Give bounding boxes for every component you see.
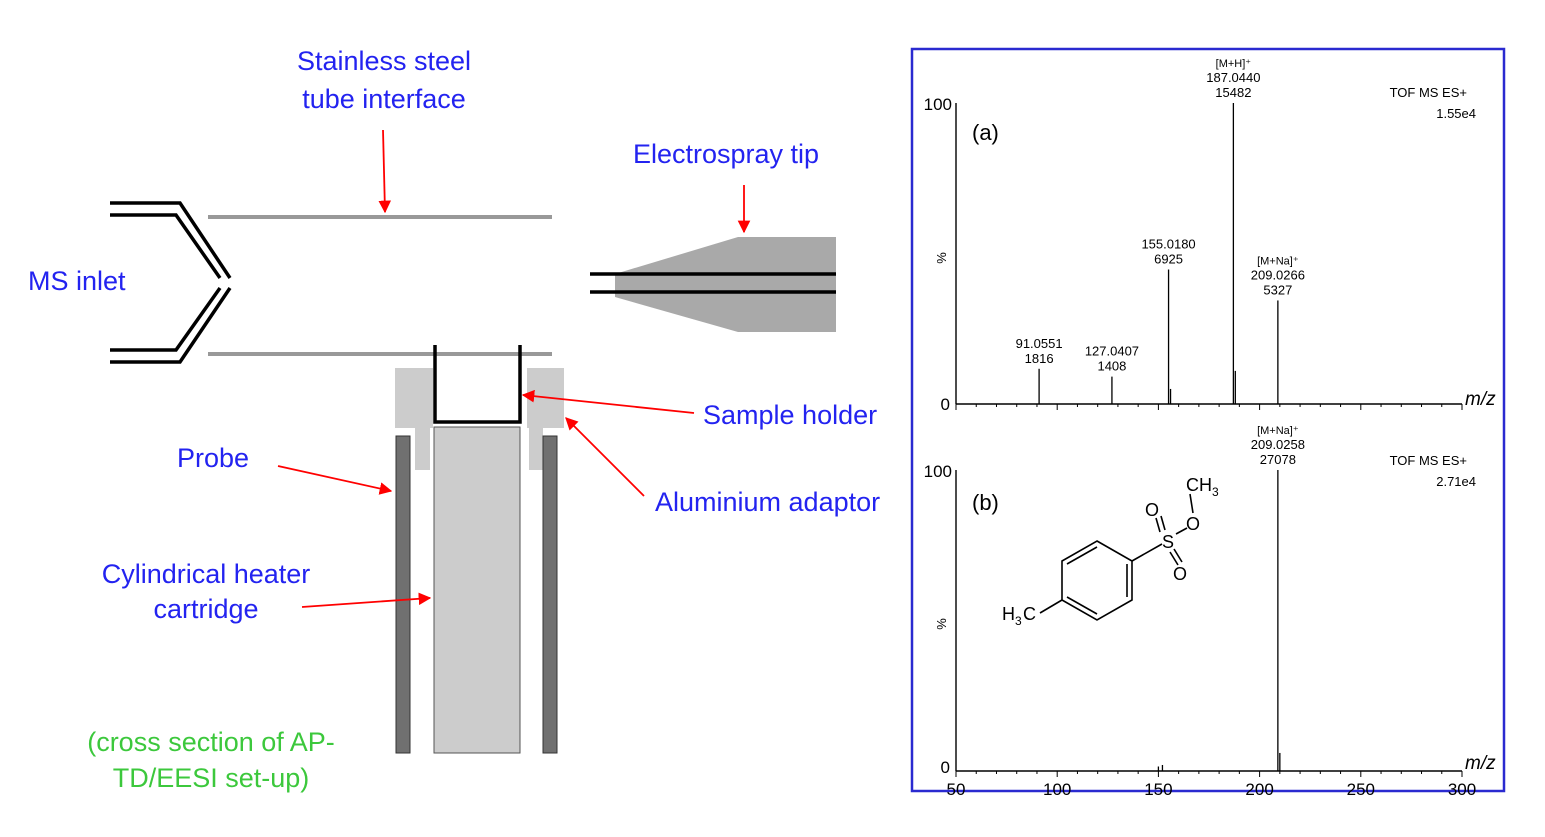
peak-ion-label: [M+H]⁺ — [1216, 58, 1252, 70]
bond-s-o-bottom-1 — [1169, 551, 1179, 566]
bond-o-ch3 — [1189, 493, 1194, 514]
peak-intensity-label: 27078 — [1260, 452, 1296, 467]
spectrum-b-ylabel: % — [934, 618, 949, 630]
annotation-arrows — [277, 129, 751, 608]
chemical-structure — [1039, 493, 1194, 621]
aluminium-adaptor-left — [395, 368, 433, 470]
label-heater-line2: cartridge — [153, 594, 258, 624]
label-stainless-line1: Stainless steel — [297, 46, 471, 76]
bond-s-o — [1175, 527, 1188, 535]
peak-intensity-label: 1816 — [1025, 351, 1054, 366]
peak-intensity-label: 1408 — [1097, 359, 1126, 374]
spectrum-a-ticks — [955, 404, 1463, 410]
spectrum-b-ytick-0: 0 — [941, 758, 950, 777]
x-tick-label: 300 — [1448, 780, 1476, 799]
x-tick-label: 150 — [1144, 780, 1172, 799]
spectrum-a-instrument: TOF MS ES+ — [1390, 85, 1467, 100]
ring-double-bond-3 — [1066, 596, 1098, 615]
methyl-3: 3 — [1212, 485, 1219, 499]
x-tick-label: 200 — [1245, 780, 1273, 799]
peak-mz-label: 209.0266 — [1251, 267, 1305, 282]
arrow-stainless — [378, 129, 392, 214]
probe-wall-left — [395, 435, 411, 754]
tolyl-h: H — [1002, 604, 1015, 624]
peak-mz-label: 209.0258 — [1251, 437, 1305, 452]
spectrum-a-intensity: 1.55e4 — [1436, 106, 1476, 121]
bond-ring-ch3 — [1039, 599, 1063, 614]
ms-inlet-shape — [110, 201, 232, 364]
bond-ring-s — [1131, 543, 1163, 562]
label-probe: Probe — [177, 443, 249, 473]
spectrum-b-xtick-labels: 50 100 150 200 250 300 — [947, 780, 1477, 799]
atom-o-bottom: O — [1173, 564, 1187, 584]
atom-o-top: O — [1145, 500, 1159, 520]
peak-intensity-label: 15482 — [1215, 85, 1251, 100]
x-tick-label: 100 — [1043, 780, 1071, 799]
spectrum-b-instrument: TOF MS ES+ — [1390, 453, 1467, 468]
atom-o-ester: O — [1186, 514, 1200, 534]
spectrum-a-ytick-100: 100 — [924, 95, 952, 114]
x-tick-label: 50 — [947, 780, 966, 799]
peak-mz-label: 155.0180 — [1141, 236, 1195, 251]
heater-cartridge — [433, 426, 521, 754]
peak-mz-label: 187.0440 — [1206, 70, 1260, 85]
spectrum-a-xlabel: m/z — [1465, 389, 1496, 410]
methyl-ch: CH — [1186, 475, 1212, 495]
probe-wall-right — [542, 435, 558, 754]
schematic: Stainless steel tube interface Electrosp… — [28, 46, 880, 793]
bond-s-o-top-1 — [1155, 517, 1161, 533]
bond-s-o-bottom-2 — [1173, 548, 1183, 563]
label-electrospray: Electrospray tip — [633, 139, 819, 169]
arrow-aluminium — [565, 417, 645, 497]
tolyl-c: C — [1023, 604, 1036, 624]
peak-mz-label: 127.0407 — [1085, 344, 1139, 359]
spectrum-a-ylabel: % — [934, 252, 949, 264]
peak-intensity-label: 5327 — [1263, 282, 1292, 297]
arrow-sample-holder — [521, 389, 695, 414]
spectrum-a-ytick-0: 0 — [941, 395, 950, 414]
electrospray-tip-body — [615, 237, 836, 332]
spectrum-b-ticks — [955, 771, 1463, 777]
label-heater-line1: Cylindrical heater — [102, 559, 311, 589]
caption-line1: (cross section of AP- — [87, 727, 335, 757]
caption-line2: TD/EESI set-up) — [113, 763, 310, 793]
spectrum-a-tag: (a) — [972, 120, 999, 145]
spectrum-b-ytick-100: 100 — [924, 462, 952, 481]
spectrum-b: 100 0 % (b) TOF MS ES+ 2.71e4 m/z 270782… — [924, 425, 1496, 799]
peak-ion-label: [M+Na]⁺ — [1257, 425, 1299, 437]
spectrum-a: 100 0 % (a) TOF MS ES+ 1.55e4 m/z 181691… — [924, 58, 1496, 414]
atom-s: S — [1162, 532, 1174, 552]
peak-intensity-label: 6925 — [1154, 251, 1183, 266]
peak-mz-label: 91.0551 — [1016, 336, 1063, 351]
label-stainless-line2: tube interface — [302, 84, 466, 114]
spectrum-b-intensity: 2.71e4 — [1436, 474, 1476, 489]
label-ms-inlet: MS inlet — [28, 266, 126, 296]
sample-holder — [433, 345, 522, 424]
ring-double-bond-1 — [1066, 546, 1098, 565]
x-tick-label: 250 — [1347, 780, 1375, 799]
arrow-heater — [301, 592, 432, 608]
arrow-probe — [277, 465, 393, 495]
tolyl-3: 3 — [1015, 614, 1022, 628]
spectrum-b-xlabel: m/z — [1465, 753, 1496, 774]
label-aluminium-adaptor: Aluminium adaptor — [655, 487, 880, 517]
label-sample-holder: Sample holder — [703, 400, 877, 430]
aluminium-adaptor-right — [527, 368, 564, 470]
spectra-frame — [910, 47, 1506, 793]
bond-s-o-top-2 — [1160, 515, 1166, 531]
spectrum-b-tag: (b) — [972, 490, 999, 515]
peak-ion-label: [M+Na]⁺ — [1257, 255, 1299, 267]
